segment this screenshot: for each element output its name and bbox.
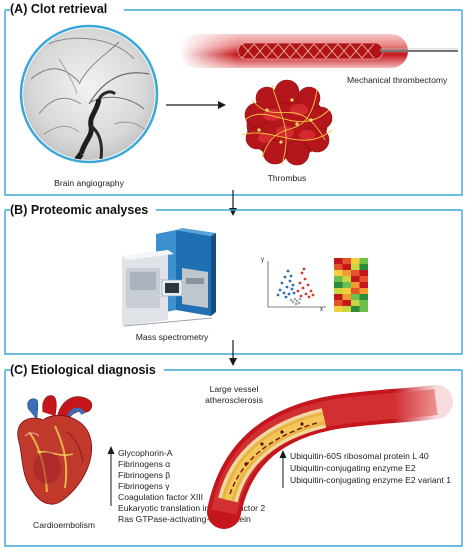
heatmap-cell (351, 288, 360, 294)
cardio-marker-6: Ras GTPase-activating-like protein (118, 514, 251, 524)
heatmap-cell (342, 306, 351, 312)
cardio-marker-list: Glycophorin-A Fibrinogens α Fibrinogens … (118, 448, 265, 525)
heatmap-cell (334, 288, 343, 294)
heatmap-cell (351, 258, 360, 264)
heatmap-cell (342, 288, 351, 294)
atherosclerotic-artery-image (207, 385, 453, 529)
heatmap-cell (334, 276, 343, 282)
lva-label-line2: atherosclerosis (205, 395, 263, 405)
lva-marker-list: Ubiquitin-60S ribosomal protein L 40 Ubi… (290, 450, 451, 486)
thrombectomy-catheter-image (180, 34, 458, 68)
panel-proteomic-analyses: (B) Proteomic analyses Mass spectrometry (4, 202, 463, 355)
heatmap-cell (351, 270, 360, 276)
heatmap-cell (342, 300, 351, 306)
panel-clot-retrieval: (A) Clot retrieval (4, 2, 463, 196)
panel-b-frame (4, 209, 463, 355)
thrombus-label: Thrombus (267, 173, 307, 183)
panel-a-title: (A) Clot retrieval (10, 2, 108, 16)
heatmap-cell (342, 270, 351, 276)
cardioembolism-label: Cardioembolism (33, 520, 96, 530)
heatmap-cell (351, 294, 360, 300)
lva-label-line1: Large vessel (209, 384, 259, 394)
cardio-marker-5: Eukaryotic translation initiation factor… (118, 503, 266, 513)
mass-spectrometer-image (122, 228, 216, 327)
mass-spectrometry-label: Mass spectrometry (135, 332, 209, 342)
heatmap-cell (334, 258, 343, 264)
heatmap-cell (334, 306, 343, 312)
heatmap-cell (342, 264, 351, 270)
heatmap-cell (334, 270, 343, 276)
heatmap-cell (334, 300, 343, 306)
brain-angiography-image (19, 24, 159, 164)
cardio-marker-1: Fibrinogens α (118, 459, 171, 469)
heatmap-cell (351, 306, 360, 312)
panel-etiological-diagnosis: (C) Etiological diagnosis Cardioembolism… (4, 362, 463, 547)
heart-image (17, 395, 93, 505)
heatmap-cell (351, 264, 360, 270)
panel-c-frame (4, 369, 463, 547)
cardio-marker-0: Glycophorin-A (118, 448, 173, 458)
lva-up-arrow (279, 450, 287, 488)
volcano-x-axis-label: x (320, 307, 323, 313)
cardio-marker-3: Fibrinogens γ (118, 481, 170, 491)
heatmap-cell (359, 276, 368, 282)
heatmap-cell (334, 294, 343, 300)
cardio-marker-2: Fibrinogens β (118, 470, 171, 480)
arrow-right (166, 101, 226, 109)
heatmap-cell (359, 306, 368, 312)
arrow-down-b-c (229, 340, 237, 366)
thrombectomy-label: Mechanical thrombectomy (347, 75, 448, 85)
heatmap-cell (359, 270, 368, 276)
heatmap-cell (351, 276, 360, 282)
heatmap-cell (351, 300, 360, 306)
heatmap-cell (359, 282, 368, 288)
heatmap-cell (359, 288, 368, 294)
volcano-y-axis-label: y (261, 257, 264, 263)
brain-angiography-label: Brain angiography (54, 178, 124, 188)
heatmap-cell (359, 300, 368, 306)
volcano-plot-image (267, 261, 326, 308)
panel-b-title: (B) Proteomic analyses (10, 203, 149, 217)
heatmap-cell (359, 294, 368, 300)
heatmap-cell (342, 294, 351, 300)
heatmap-cell (334, 264, 343, 270)
heatmap-cell (334, 282, 343, 288)
heatmap-cell (359, 258, 368, 264)
cardio-up-arrow (107, 446, 115, 506)
cardio-marker-4: Coagulation factor XIII (118, 492, 204, 502)
heatmap-cell (342, 282, 351, 288)
lva-label: Large vessel atherosclerosis (194, 384, 274, 406)
heatmap-cell (359, 264, 368, 270)
lva-marker-0: Ubiquitin-60S ribosomal protein L 40 (290, 451, 429, 461)
thrombus-image (241, 79, 333, 166)
heatmap-cell (351, 282, 360, 288)
panel-c-title: (C) Etiological diagnosis (10, 363, 156, 377)
lva-marker-2: Ubiquitin-conjugating enzyme E2 variant … (290, 475, 451, 485)
heatmap-image (334, 258, 368, 312)
heatmap-cell (342, 258, 351, 264)
heatmap-cell (342, 276, 351, 282)
lva-marker-1: Ubiquitin-conjugating enzyme E2 (290, 463, 416, 473)
